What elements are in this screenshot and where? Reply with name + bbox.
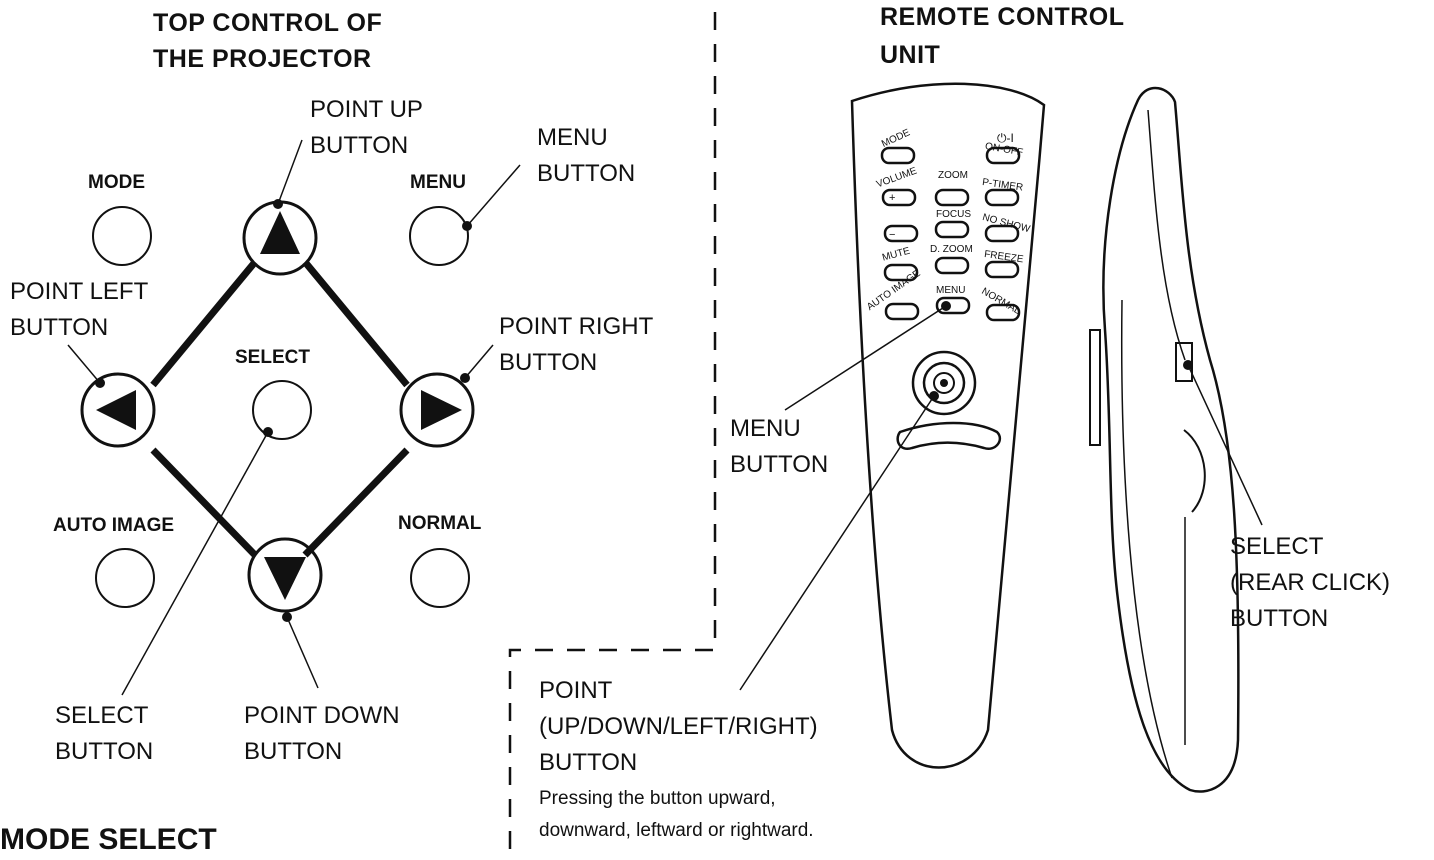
remote-heading-line1: REMOTE CONTROL [880,3,1125,31]
remote-leader-dots [929,301,1193,401]
projector-leader-dots [95,199,472,622]
point-down-button[interactable] [247,537,323,613]
remote-freeze-key[interactable] [984,260,1020,279]
remote-heading-line2: UNIT [880,41,941,69]
point-left-callout-line1: POINT LEFT [10,278,149,305]
remote-side [1089,86,1240,793]
point-right-callout-line2: BUTTON [499,349,598,376]
up-arrow-icon [260,211,300,254]
power-icon: ⏻-I [997,131,1014,145]
projector-auto-image-button[interactable] [95,548,155,608]
remote-volume-up-key[interactable] [881,188,917,207]
menu-callout-line2: BUTTON [537,160,636,187]
select-label: SELECT [235,347,310,368]
svg-text:+: + [889,192,895,204]
down-arrow-icon [264,557,306,600]
svg-text:−: − [889,229,895,241]
point-right-callout-line1: POINT RIGHT [499,313,654,340]
projector-leader-lines [67,139,521,696]
projector-control-panel [80,200,475,613]
remote-on-off-key[interactable] [985,146,1021,165]
remote-key-label-focus: FOCUS [936,209,971,220]
projector-normal-button[interactable] [410,548,470,608]
point-note-line1: Pressing the button upward, [539,788,776,809]
remote-d-zoom-key[interactable] [934,256,970,275]
remote-wide-key[interactable] [896,421,1002,451]
remote-zoom-up-key[interactable] [934,188,970,207]
point-down-callout-line1: POINT DOWN [244,702,400,729]
point-callout-line3: BUTTON [539,749,638,776]
remote-menu-callout-line1: MENU [730,415,801,442]
point-note-line2: downward, leftward or rightward. [539,820,814,841]
remote-mute-key[interactable] [883,263,919,282]
select-rear-callout-line2: (REAR CLICK) [1230,569,1391,596]
select-callout-line1: SELECT [55,702,149,729]
projector-heading-line2: THE PROJECTOR [153,45,372,73]
point-up-callout-line1: POINT UP [310,96,423,123]
mode-select-heading: MODE SELECT [0,823,217,856]
point-down-callout-line2: BUTTON [244,738,343,765]
point-callout-line1: POINT [539,677,613,704]
point-left-button[interactable] [80,372,156,448]
remote-key-label-zoom: ZOOM [938,170,968,181]
select-rear-callout-line3: BUTTON [1230,605,1329,632]
remote-volume-down-key[interactable] [883,224,919,243]
point-left-callout-line2: BUTTON [10,314,109,341]
projector-mode-button[interactable] [92,206,152,266]
point-callout-line2: (UP/DOWN/LEFT/RIGHT) [539,713,818,740]
remote-mode-key[interactable] [880,146,916,165]
section-divider [508,12,717,860]
point-up-callout-line2: BUTTON [310,132,409,159]
menu-callout-line1: MENU [537,124,608,151]
left-arrow-icon [96,390,136,430]
select-rear-callout-line1: SELECT [1230,533,1324,560]
auto-image-label: AUTO IMAGE [53,515,175,536]
remote-no-show-key[interactable] [984,224,1020,243]
remote-menu-callout-line2: BUTTON [730,451,829,478]
projector-heading-line1: TOP CONTROL OF [153,9,383,37]
normal-label: NORMAL [398,513,482,534]
select-callout-line2: BUTTON [55,738,154,765]
remote-key-label-menu: MENU [936,285,966,296]
projector-menu-button[interactable] [409,206,469,266]
remote-zoom-down-key[interactable] [934,220,970,239]
right-arrow-icon [421,390,462,430]
projector-select-button[interactable] [252,380,312,440]
menu-label: MENU [410,172,466,193]
remote-front: + − ⏻-I [850,82,1046,769]
remote-leader-lines [739,305,1263,691]
remote-normal-key[interactable] [985,303,1021,322]
remote-point-button[interactable] [911,350,977,416]
remote-auto-image-key[interactable] [884,302,920,321]
mode-label: MODE [88,172,145,193]
point-up-button[interactable] [242,200,318,276]
remote-p-timer-key[interactable] [984,188,1020,207]
remote-key-label-d-zoom: D. ZOOM [930,244,973,255]
remote-menu-key[interactable] [935,296,971,315]
point-right-button[interactable] [399,372,475,448]
